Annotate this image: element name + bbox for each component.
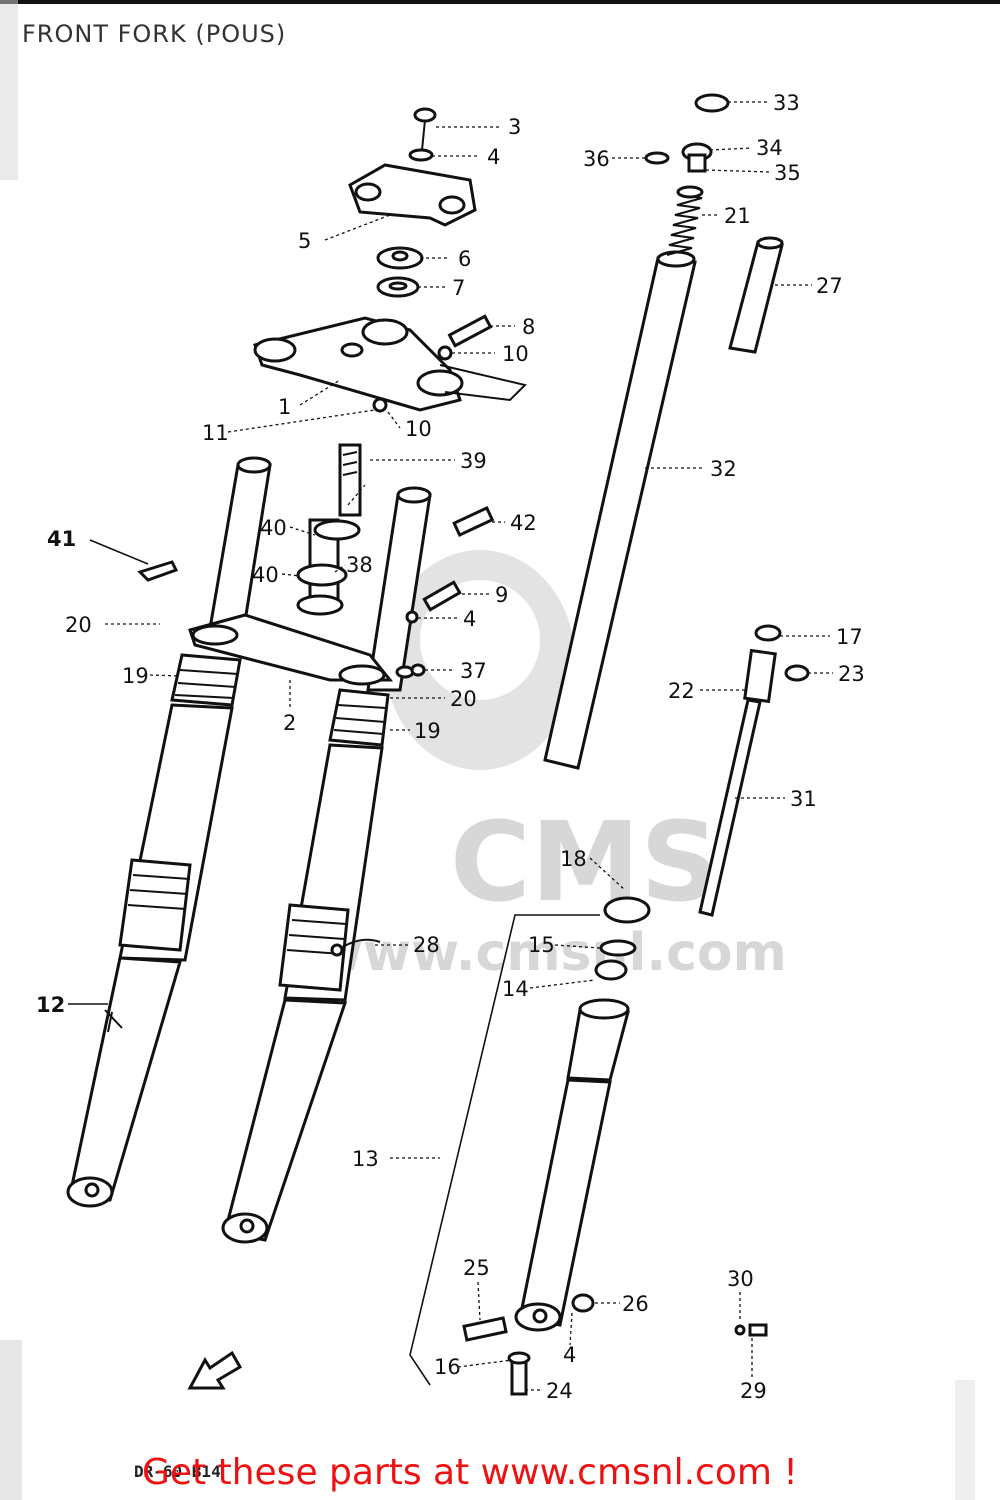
part-lower-bracket-2 <box>188 613 394 686</box>
part-spacer-27 <box>728 236 784 354</box>
part-washer-14 <box>594 959 628 981</box>
callout-18: 18 <box>560 847 587 871</box>
callout-32: 32 <box>710 457 737 481</box>
callout-26: 26 <box>622 1292 649 1316</box>
callout-24: 24 <box>546 1379 573 1403</box>
callout-41: 41 <box>47 527 76 551</box>
callout-labels: 3 4 5 6 7 8 10 1 11 10 39 40 40 38 41 42… <box>36 91 865 1403</box>
part-clip-12 <box>104 1009 123 1033</box>
callout-20: 20 <box>65 613 92 637</box>
part-outer-tube-right <box>221 743 384 1244</box>
callout-6: 6 <box>458 247 471 271</box>
part-outer-tube-left <box>66 703 234 1208</box>
leader-lines <box>68 101 833 1391</box>
callout-42: 42 <box>510 511 537 535</box>
callout-35: 35 <box>774 161 801 185</box>
callout-22: 22 <box>668 679 695 703</box>
callout-38: 38 <box>346 553 373 577</box>
part-plug-26 <box>571 1293 595 1313</box>
part-oil-seal-18 <box>603 896 651 924</box>
diagram-title: FRONT FORK (POUS) <box>22 20 287 48</box>
part-bolt-8 <box>447 314 493 348</box>
part-washer-7 <box>376 276 420 298</box>
callout-29: 29 <box>740 1379 767 1403</box>
callout-39: 39 <box>460 449 487 473</box>
part-ring-23 <box>784 664 810 682</box>
callout-3: 3 <box>508 115 521 139</box>
callout-33: 33 <box>773 91 800 115</box>
callout-7: 7 <box>452 276 465 300</box>
callout-23: 23 <box>838 662 865 686</box>
callout-10: 10 <box>405 417 432 441</box>
callout-9: 9 <box>495 583 508 607</box>
part-clip-28 <box>330 938 381 957</box>
callout-30: 30 <box>727 1267 754 1291</box>
callout-5: 5 <box>298 229 311 253</box>
buy-parts-link[interactable]: Get these parts at www.cmsnl.com ! <box>142 1452 798 1493</box>
part-screw-29 <box>734 1323 768 1337</box>
part-spring-21 <box>666 185 704 256</box>
part-fork-tube-left <box>206 456 272 642</box>
callout-15: 15 <box>528 933 555 957</box>
part-upper-bracket-1 <box>253 316 527 412</box>
part-bolt-24 <box>507 1351 531 1396</box>
callout-34: 34 <box>756 136 783 160</box>
part-washer-10 <box>372 345 453 413</box>
part-handlebar-holder-5 <box>348 163 477 227</box>
callout-4: 4 <box>563 1343 576 1367</box>
callout-19: 19 <box>122 664 149 688</box>
part-boot-left-19 <box>170 653 242 707</box>
part-cap-33 <box>694 93 730 113</box>
callout-40: 40 <box>252 563 279 587</box>
callout-17: 17 <box>836 625 863 649</box>
callout-2: 2 <box>283 711 296 735</box>
callout-12: 12 <box>36 993 65 1017</box>
callout-8: 8 <box>522 315 535 339</box>
callout-16: 16 <box>434 1355 461 1379</box>
part-outer-tube-13 <box>514 998 630 1332</box>
front-direction-arrow <box>187 1350 243 1390</box>
part-cushion-6 <box>376 246 424 270</box>
callout-10: 10 <box>502 342 529 366</box>
part-fork-tube-right <box>366 486 432 692</box>
callout-31: 31 <box>790 787 817 811</box>
callout-4: 4 <box>487 145 500 169</box>
watermark-brand: CMS <box>450 798 719 926</box>
callout-19: 19 <box>414 719 441 743</box>
part-bolt-25 <box>462 1316 508 1342</box>
callout-4: 4 <box>463 607 476 631</box>
callout-1: 1 <box>278 395 291 419</box>
part-boot-right-19 <box>328 688 390 747</box>
callout-13: 13 <box>352 1147 379 1171</box>
callout-27: 27 <box>816 274 843 298</box>
part-steering-stem-39 <box>296 443 362 616</box>
callout-28: 28 <box>413 933 440 957</box>
part-nut-17 <box>754 624 782 642</box>
callout-40: 40 <box>260 516 287 540</box>
part-bolt-42 <box>452 505 495 537</box>
top-border <box>0 0 1000 4</box>
scan-noise-left <box>0 0 975 1500</box>
callout-14: 14 <box>502 977 529 1001</box>
callout-21: 21 <box>724 204 751 228</box>
part-washer-37 <box>395 663 426 679</box>
figure-code: DR-60 B14 <box>134 1462 221 1481</box>
part-bolt-3 <box>408 107 437 162</box>
part-inner-tube-32 <box>543 250 697 770</box>
callout-20: 20 <box>450 687 477 711</box>
part-clip-15 <box>599 939 637 957</box>
callout-25: 25 <box>463 1256 490 1280</box>
callout-37: 37 <box>460 659 487 683</box>
callout-11: 11 <box>202 421 229 445</box>
part-bolt-9 <box>405 580 462 624</box>
leader-bracket-13 <box>409 914 600 1386</box>
part-damper-rod-31 <box>698 648 777 917</box>
part-cap-bolt-34 <box>681 142 713 173</box>
part-clamp-41 <box>137 560 179 582</box>
part-o-ring-36 <box>644 151 670 165</box>
watermark-site: www.cmsnl.com <box>315 923 787 983</box>
callout-36: 36 <box>583 147 610 171</box>
